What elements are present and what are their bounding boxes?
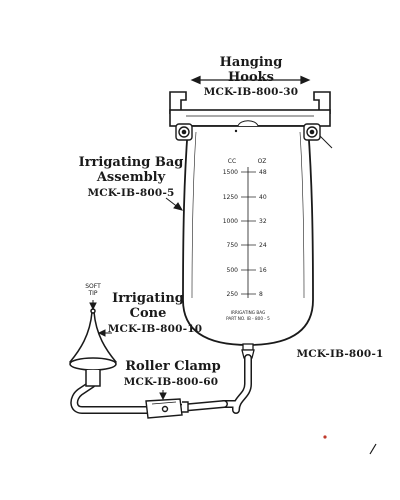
scale-oz-value: 24: [259, 242, 267, 249]
bag-label: Irrigating Bag Assembly: [66, 155, 196, 185]
soft-tip-label: SOFT TIP: [82, 283, 104, 297]
clamp-pointer-arrow: [159, 390, 167, 401]
scale-mark: 750 24: [227, 242, 267, 249]
scale-mark: 250 8: [227, 291, 263, 298]
soft-tip-line2: TIP: [88, 289, 98, 297]
volume-scale: CC OZ 1500 48 1250 40 1000 32 750 24: [223, 158, 267, 298]
scale-cc-value: 250: [227, 291, 239, 298]
scale-mark: 1000 32: [223, 218, 267, 225]
cone-part-number: MCK-IB-800-10: [107, 323, 203, 335]
scale-mark: 500 16: [227, 267, 267, 274]
hooks-arrow: [190, 75, 311, 85]
clamp-label: Roller Clamp: [125, 359, 221, 374]
bag-label-line2: Assembly: [96, 169, 166, 185]
bag-part-number: MCK-IB-800-5: [87, 187, 175, 199]
bag-pointer-arrow: [165, 197, 184, 211]
scale-mark: 1250 40: [223, 194, 267, 201]
hanging-hooks: [169, 91, 331, 127]
hooks-label: Hanging Hooks: [206, 55, 296, 85]
scale-cc-value: 1000: [223, 218, 238, 225]
bag-imprint-line1: IRRIGATING BAG: [231, 310, 265, 315]
irrigating-cone: [69, 308, 117, 387]
scale-cc-value: 750: [227, 242, 239, 249]
right-grommet: [303, 123, 321, 141]
cone-label-line2: Cone: [129, 305, 167, 321]
scale-cc-value: 1250: [223, 194, 238, 201]
left-grommet: [175, 123, 193, 141]
hooks-part-number: MCK-IB-800-30: [203, 86, 299, 98]
hooks-label-line2: Hooks: [228, 69, 274, 85]
cone-label: Irrigating Cone: [108, 291, 188, 321]
soft-tip-line1: SOFT: [85, 283, 101, 290]
oz-header: OZ: [258, 158, 267, 165]
soft-tip-arrow: [89, 300, 97, 311]
roller-clamp: [145, 398, 189, 419]
scale-cc-value: 1500: [223, 169, 238, 176]
clamp-part-number: MCK-IB-800-60: [123, 376, 219, 388]
scale-cc-value: 500: [227, 267, 239, 274]
tubing: [70, 354, 252, 414]
scale-oz-value: 8: [259, 291, 263, 298]
cc-header: CC: [228, 158, 236, 165]
irrigating-bag: CC OZ 1500 48 1250 40 1000 32 750 24: [175, 120, 333, 346]
system-part-number: MCK-IB-800-1: [296, 348, 384, 360]
stray-mark: [369, 443, 377, 455]
bag-label-line1: Irrigating Bag: [78, 155, 184, 170]
scale-oz-value: 32: [259, 218, 267, 225]
bag-imprint-line2: PART NO. IB - 800 - 5: [226, 316, 270, 321]
scale-oz-value: 40: [259, 194, 267, 201]
cone-label-line1: Irrigating: [112, 291, 184, 306]
scale-oz-value: 48: [259, 169, 267, 176]
cone-pointer-arrow: [97, 329, 112, 337]
accent-dot: [323, 435, 327, 439]
scale-oz-value: 16: [259, 267, 267, 274]
hooks-label-line1: Hanging: [219, 55, 283, 70]
scale-mark: 1500 48: [223, 169, 267, 176]
